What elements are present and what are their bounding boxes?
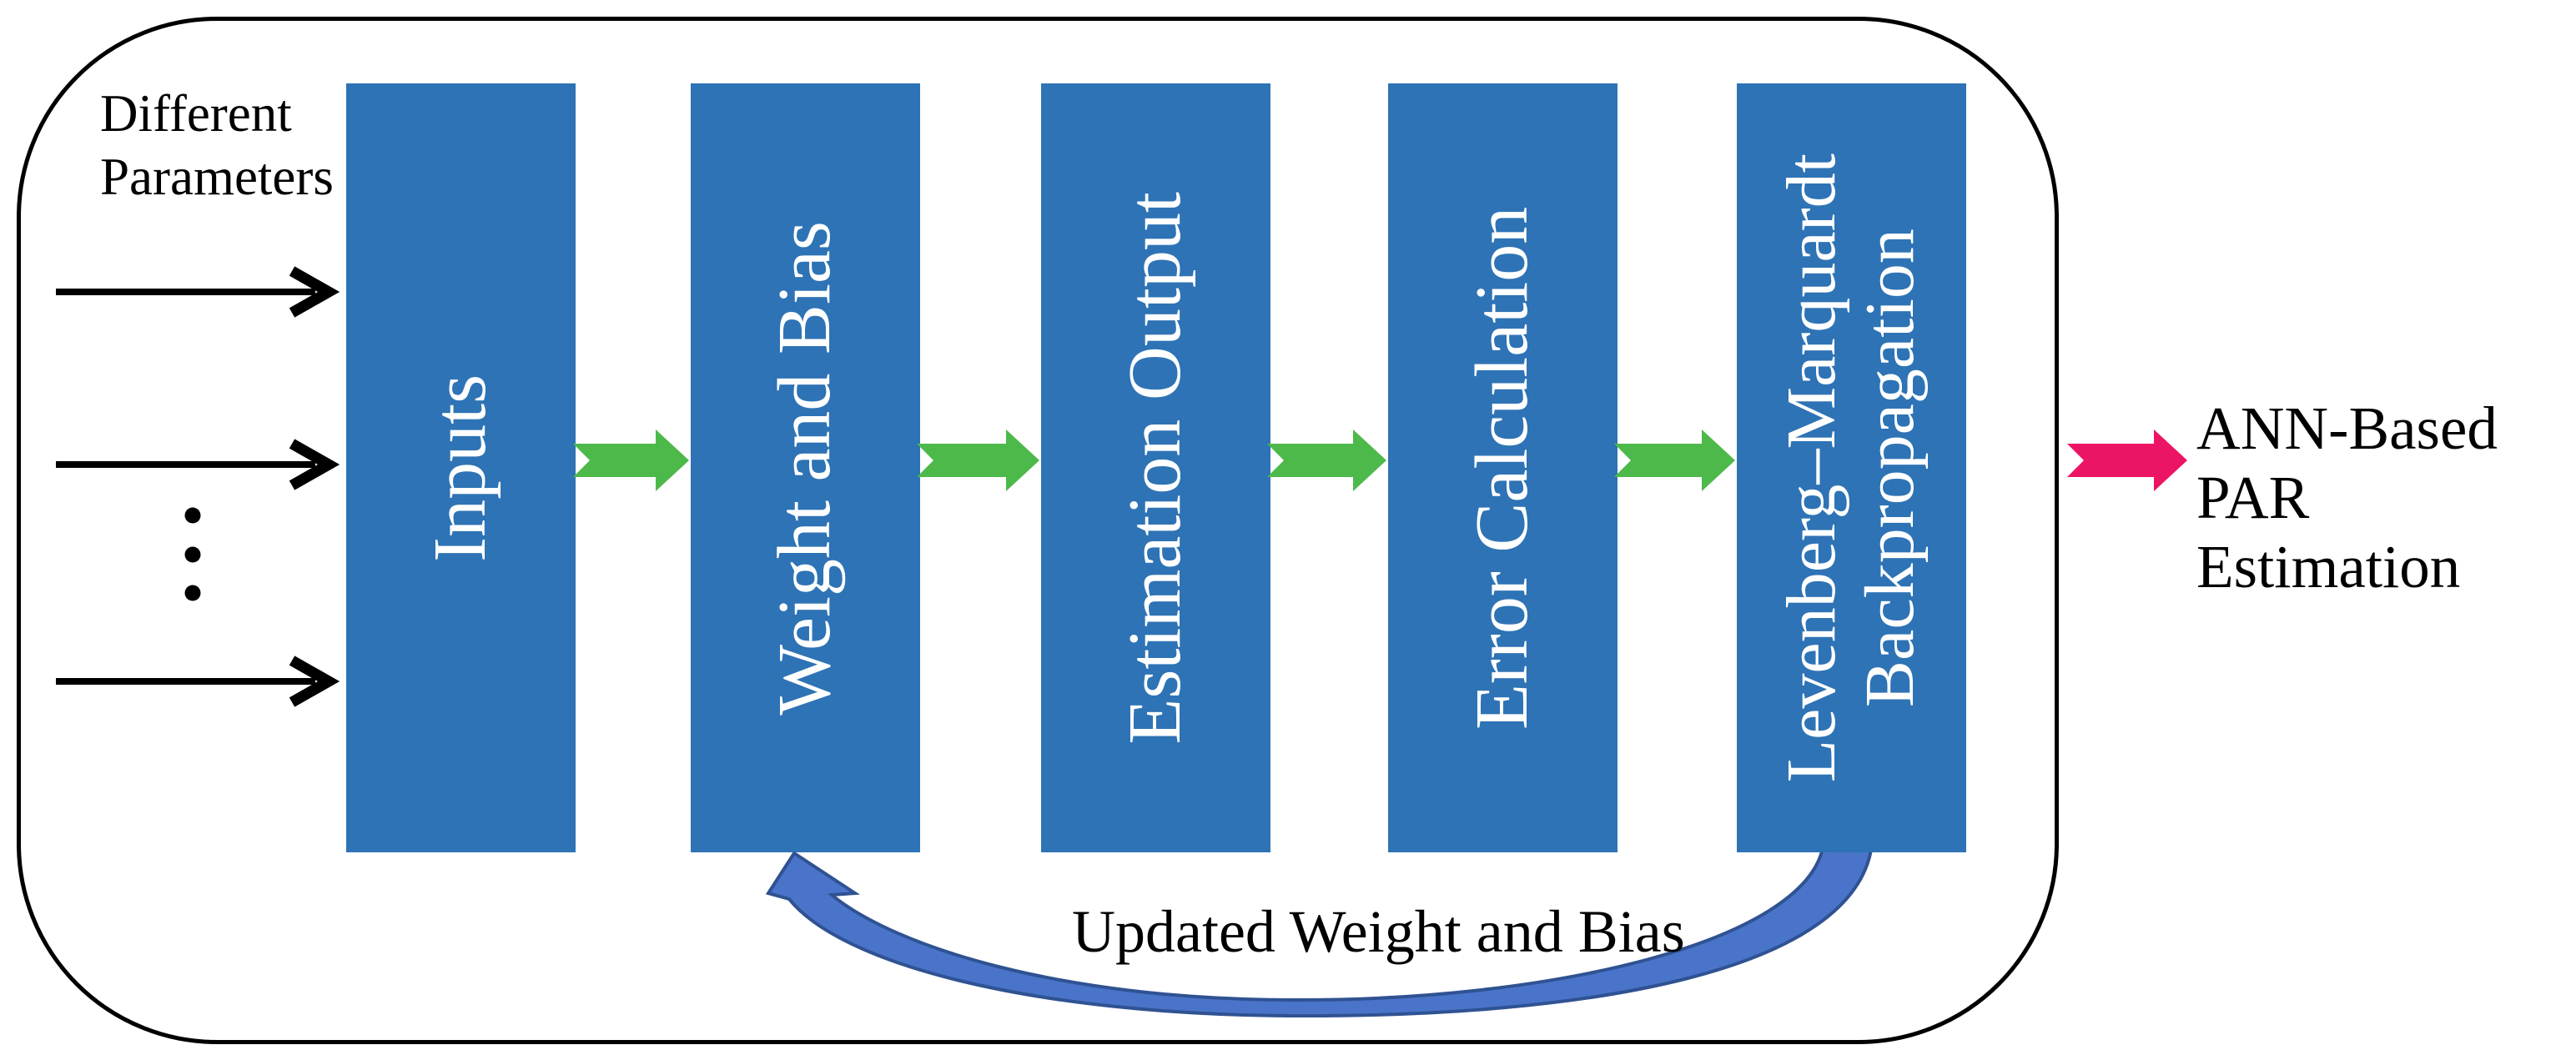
output-arrow-icon <box>2067 430 2187 491</box>
different-parameters-label: Different Parameters <box>100 82 334 208</box>
flow-arrow-1-icon <box>573 430 689 491</box>
box-error-calculation: Error Calculation <box>1388 83 1618 852</box>
different-parameters-line2: Parameters <box>100 148 334 206</box>
flow-arrow-4-icon <box>1614 430 1735 491</box>
different-parameters-line1: Different <box>100 84 292 143</box>
updated-weight-bias-label: Updated Weight and Bias <box>1072 898 1685 965</box>
ann-par-line2: PAR Estimation <box>2196 464 2461 600</box>
rounded-frame <box>17 17 2059 1044</box>
input-arrow-3-icon <box>56 656 340 707</box>
ann-par-line1: ANN-Based <box>2196 394 2498 462</box>
input-arrow-2-icon <box>56 439 340 490</box>
box-lm-backpropagation: Levenberg–Marquardt Backpropagation <box>1737 83 1966 852</box>
ann-par-estimation-label: ANN-Based PAR Estimation <box>2196 394 2576 601</box>
flow-arrow-2-icon <box>917 430 1039 491</box>
box-estimation-output: Estimation Output <box>1041 83 1270 852</box>
input-arrow-1-icon <box>56 266 340 318</box>
box-weight-and-bias: Weight and Bias <box>691 83 920 852</box>
vertical-ellipsis-icon <box>184 507 201 601</box>
box-inputs: Inputs <box>346 83 576 852</box>
flow-arrow-3-icon <box>1267 430 1386 491</box>
